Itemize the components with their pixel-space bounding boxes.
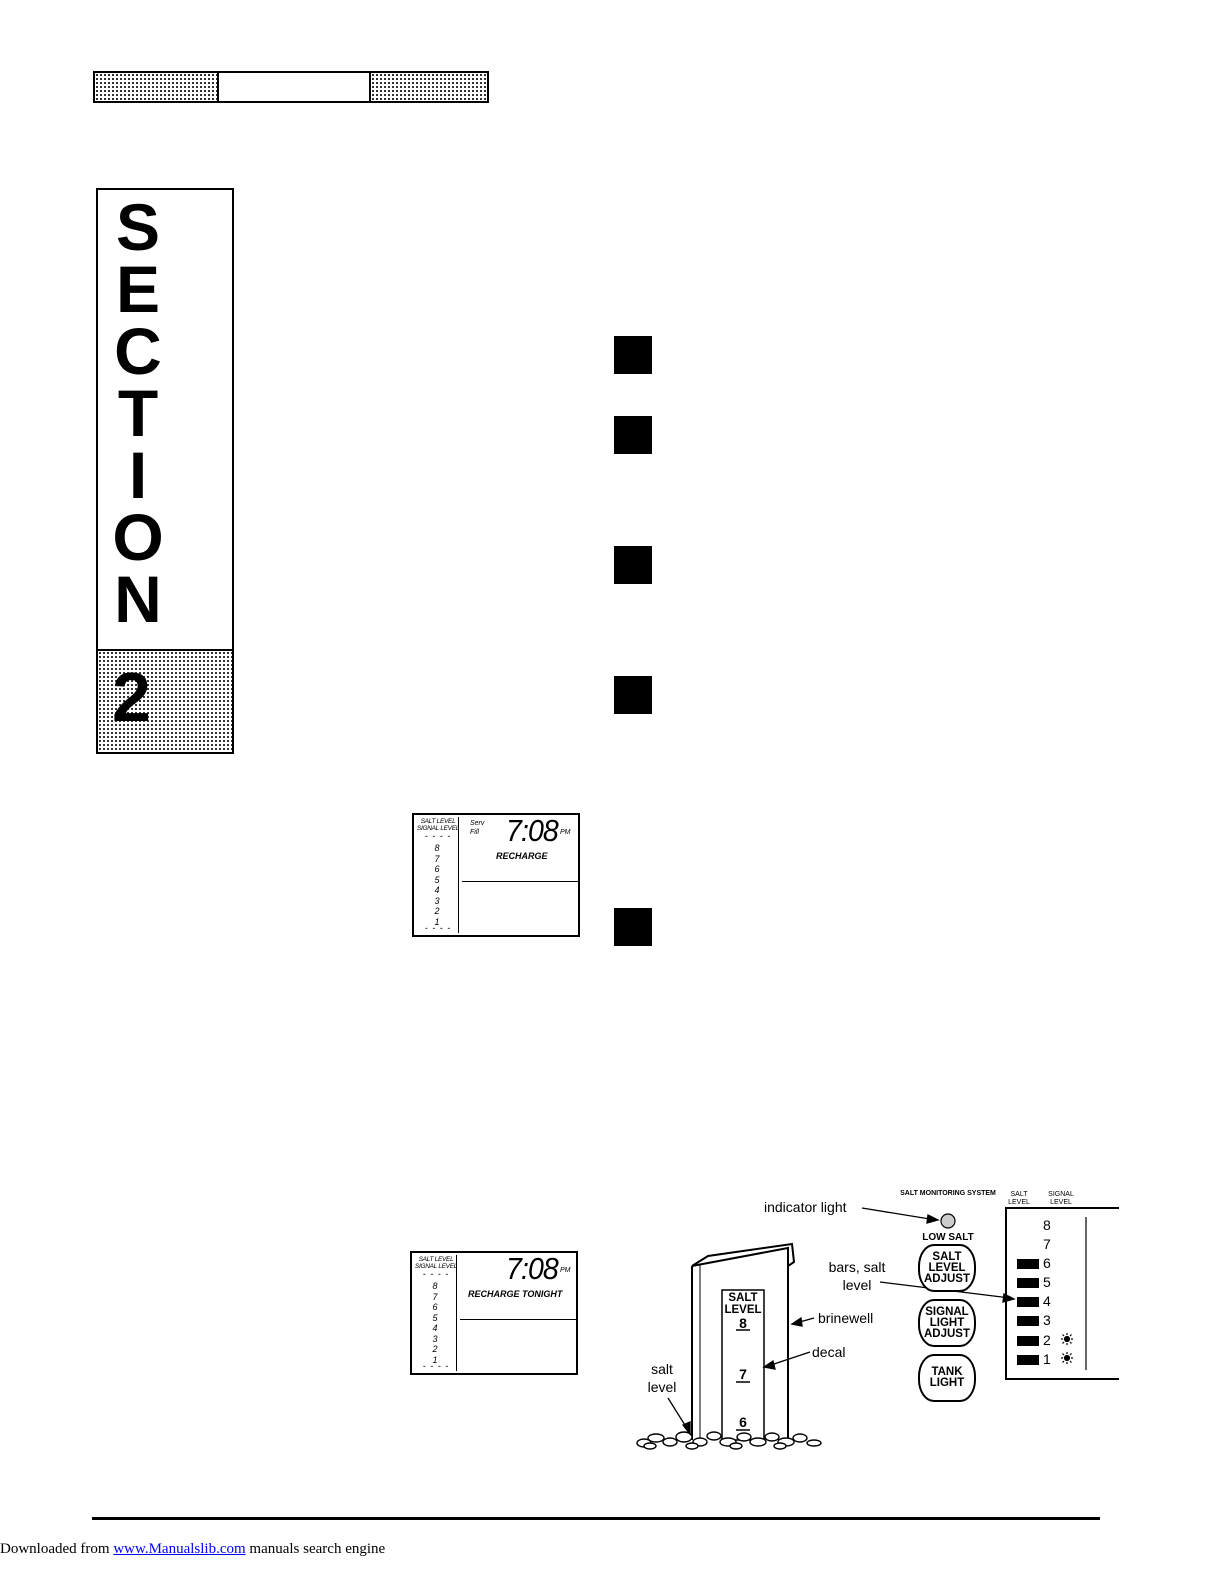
lcd-level-number: 4 [432,1323,438,1333]
lcd-level-number: 3 [432,1333,438,1344]
lcd-dashes-bottom: - - - - [422,1361,450,1371]
salt-level-bar [1017,1316,1039,1326]
footer-suffix: manuals search engine [245,1541,386,1557]
decal-mark-8: 8 [739,1315,747,1331]
lcd-salt-level-header: SALT LEVEL [418,1256,454,1263]
lcd-ampm: PM [560,829,571,836]
header-tab-bar [93,71,489,103]
panel-level-8: 8 [1043,1217,1051,1233]
lcd-level-number: 2 [434,906,440,916]
lcd-level-number: 6 [432,1302,438,1312]
lcd-time: 7:08 [506,1251,559,1286]
salt-level-bar [1017,1355,1039,1365]
footer-prefix: Downloaded from [0,1541,114,1557]
panel-level-1: 1 [1043,1351,1051,1367]
lcd-fill-label: Fill [470,829,479,836]
lcd-serv-label: Serv [470,820,485,827]
section-letter: O [112,500,164,574]
label-bars-salt-level: bars, salt level [828,1259,886,1293]
label-indicator-light: indicator light [764,1199,847,1215]
lcd-level-number: 1 [432,1354,438,1365]
step-marker [614,676,652,714]
lcd-level-number: 8 [432,1281,438,1291]
panel-level-7: 7 [1043,1236,1051,1252]
manualslib-link[interactable]: www.Manualslib.com [113,1541,246,1557]
step-marker [614,416,652,454]
panel-level-3: 3 [1043,1312,1051,1328]
lcd-divider [460,1319,576,1320]
section-number-area: 2 [98,649,232,752]
decal-mark-7: 7 [739,1366,747,1382]
lcd-dashes-bottom: - - - - [424,923,452,933]
step-marker [614,546,652,584]
section-letter: T [117,376,159,450]
section-letter: E [115,252,161,326]
lcd-ampm: PM [560,1267,571,1274]
label-salt-level: salt level [647,1361,677,1395]
decal-mark-6: 6 [739,1414,747,1430]
panel-level-6: 6 [1043,1255,1051,1271]
lcd-level-number: 7 [432,1291,438,1302]
step-marker [614,336,652,374]
lcd-level-number: 5 [432,1312,438,1323]
lcd-level-number: 7 [434,853,440,864]
lcd-message: RECHARGE [496,851,548,861]
decal-title: SALT LEVEL [724,1292,762,1316]
section-letter: C [114,314,162,388]
lcd-level-number: 1 [434,916,440,927]
lcd-level-number: 6 [434,864,440,874]
lcd-time: 7:08 [506,813,559,848]
lcd-signal-level-header: SIGNAL LEVEL [416,825,460,832]
section-word: S E C T I O N [98,190,178,636]
lcd-salt-level-header: SALT LEVEL [420,818,456,825]
salt-level-bar [1017,1297,1039,1307]
label-decal: decal [812,1344,846,1360]
step-marker [614,908,652,946]
lcd-level-number: 8 [434,843,440,853]
section-tab: S E C T I O N 2 [96,188,234,754]
lcd-signal-level-header: SIGNAL LEVEL [414,1263,458,1270]
footer: Downloaded from www.Manualslib.com manua… [0,1541,385,1558]
lcd-level-number: 5 [434,874,440,885]
salt-level-adjust-button[interactable]: SALT LEVEL ADJUST [918,1244,976,1292]
section-number: 2 [112,658,151,736]
salt-monitoring-system-title: SALT MONITORING SYSTEM [900,1190,996,1197]
panel-level-5: 5 [1043,1274,1051,1290]
section-letter: I [128,438,148,512]
label-brinewell: brinewell [818,1310,874,1326]
panel-salt-level-header: SALT LEVEL [1008,1191,1030,1206]
salt-level-bar [1017,1278,1039,1288]
low-salt-label: LOW SALT [922,1232,974,1243]
lcd-dashes-top: - - - - [422,1269,450,1279]
tank-light-button[interactable]: TANK LIGHT [918,1354,976,1402]
footer-rule [92,1517,1100,1520]
lcd-dashes-top: - - - - [424,831,452,841]
section-letter: S [115,190,161,264]
section-letter: N [114,562,162,636]
lcd-message: RECHARGE TONIGHT [468,1289,563,1299]
lcd-level-number: 3 [434,895,440,906]
panel-signal-level-header: SIGNAL LEVEL [1048,1191,1074,1206]
header-tab-blank [217,71,371,103]
signal-light-adjust-button[interactable]: SIGNAL LIGHT ADJUST [918,1299,976,1347]
panel-level-4: 4 [1043,1293,1051,1309]
salt-level-bar [1017,1259,1039,1269]
salt-level-display-panel: 8 7 6 5 4 3 2 1 [1005,1207,1119,1380]
panel-level-2: 2 [1043,1332,1051,1348]
salt-level-bar [1017,1336,1039,1346]
lcd-level-number: 4 [434,885,440,895]
lcd-divider [462,881,578,882]
lcd-level-number: 2 [432,1344,438,1354]
